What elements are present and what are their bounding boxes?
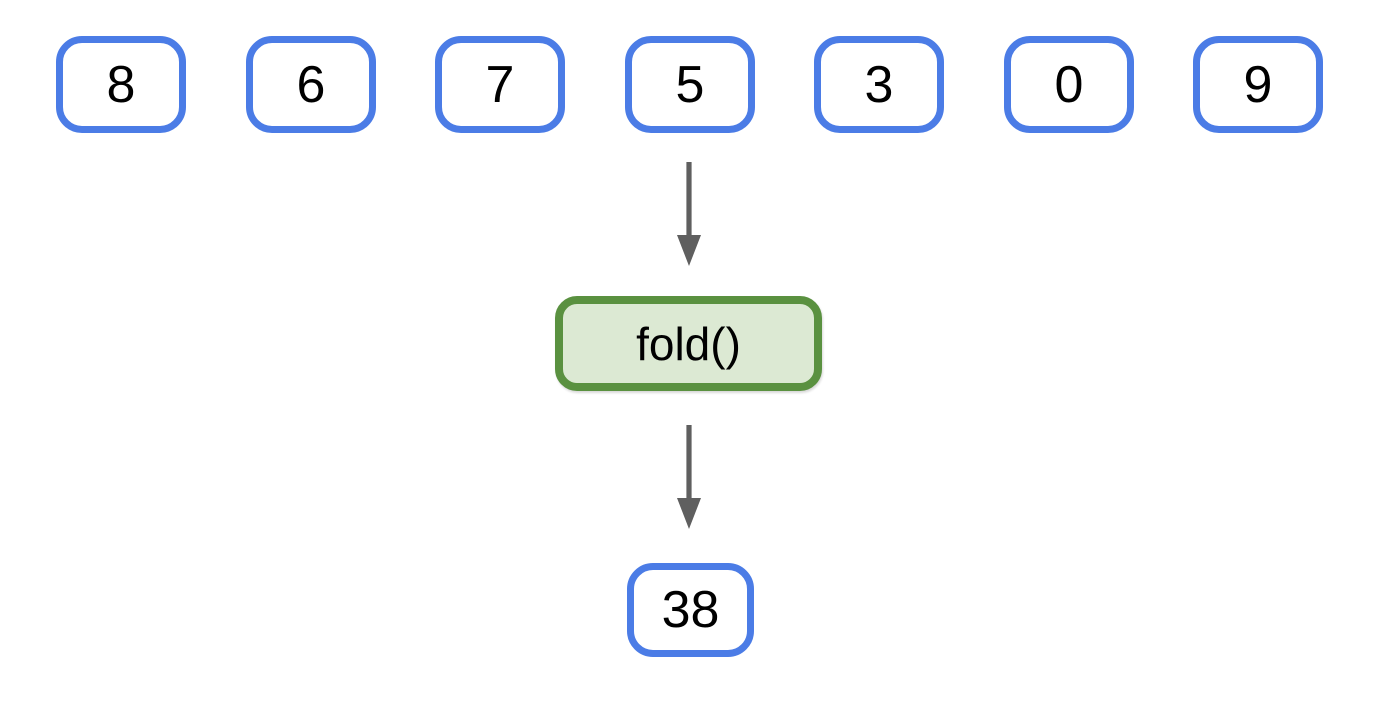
- input-value-box: 8: [56, 36, 186, 133]
- input-value-box: 3: [814, 36, 944, 133]
- input-value-box: 6: [246, 36, 376, 133]
- input-value-box: 9: [1193, 36, 1323, 133]
- input-value-box: 7: [435, 36, 565, 133]
- result-value: 38: [661, 581, 720, 639]
- input-value: 0: [1054, 55, 1084, 114]
- fold-function-box: fold(): [555, 296, 822, 391]
- arrow-down-icon: [674, 162, 704, 266]
- arrow-down-icon: [674, 425, 704, 529]
- input-value: 6: [296, 55, 326, 114]
- input-value-box: 5: [625, 36, 755, 133]
- input-value-box: 0: [1004, 36, 1134, 133]
- input-value: 3: [864, 55, 894, 114]
- result-value-box: 38: [627, 563, 754, 657]
- fold-function-label: fold(): [636, 317, 741, 370]
- input-value: 7: [485, 55, 515, 114]
- input-value: 9: [1243, 55, 1273, 114]
- input-value: 8: [106, 55, 136, 114]
- input-value: 5: [675, 55, 705, 114]
